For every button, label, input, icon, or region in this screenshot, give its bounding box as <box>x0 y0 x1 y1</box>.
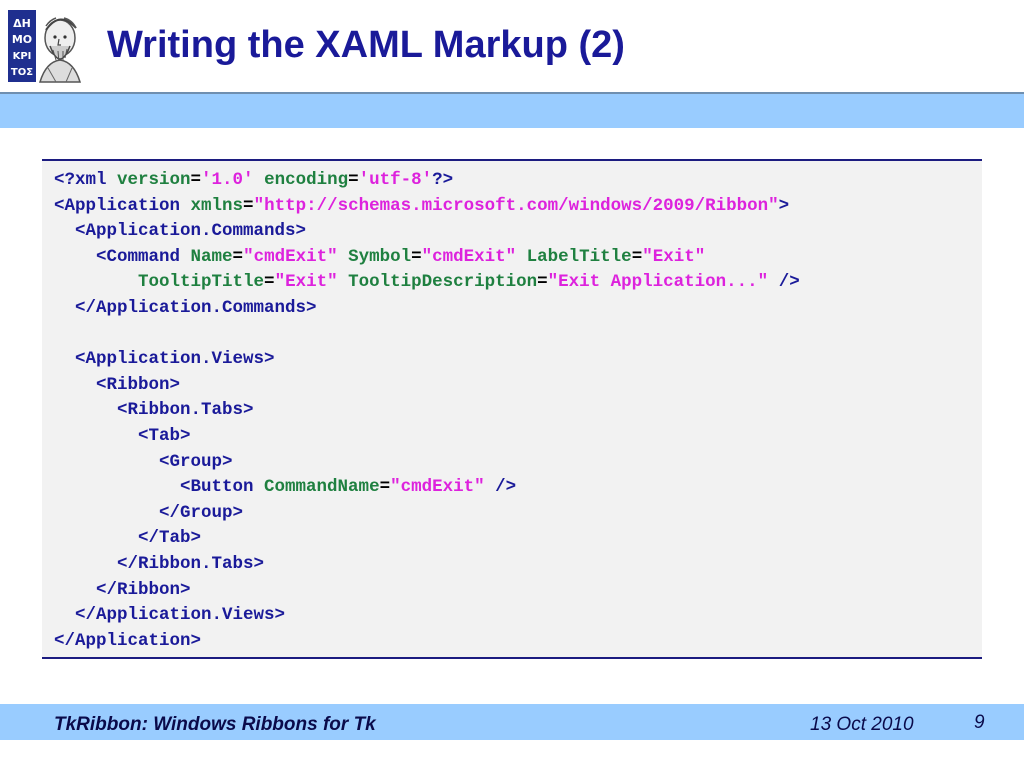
code-line: <Tab> <box>54 426 191 446</box>
xml-value-token: "Exit Application..." <box>547 272 769 293</box>
code-line: <Ribbon> <box>54 374 181 395</box>
xml-attribute-token: Symbol <box>348 246 412 267</box>
xml-equals-token: = <box>379 477 391 498</box>
page-number: 9 <box>974 712 985 733</box>
xml-tag-token: <Button <box>54 477 265 498</box>
xml-attribute-token: Name <box>190 246 233 267</box>
democritus-portrait-icon: ΔΗ ΜΟ ΚΡΙ ΤΟΣ <box>8 10 82 83</box>
xml-tag-token <box>54 272 138 292</box>
xml-tag-token: </Application.Views> <box>54 605 286 626</box>
footer-bar: TkRibbon: Windows Ribbons for Tk 13 Oct … <box>0 704 1024 740</box>
xml-equals-token: = <box>348 170 359 190</box>
xml-tag-token <box>338 247 349 267</box>
code-line: </Application.Views> <box>54 605 286 626</box>
xml-value-token: "Exit" <box>274 272 338 293</box>
code-block: <?xml version='1.0' encoding='utf-8'?><A… <box>42 159 982 659</box>
code-line: TooltipTitle="Exit" TooltipDescription="… <box>54 274 800 292</box>
xml-value-token: "cmdExit" <box>390 477 485 498</box>
code-line: <Application.Commands> <box>54 221 307 242</box>
logo-letters-1: ΔΗ <box>13 17 31 30</box>
xml-value-token: "Exit" <box>642 246 706 267</box>
xml-attribute-token: TooltipTitle <box>138 272 265 293</box>
title-divider <box>0 92 1024 94</box>
xml-tag-token <box>516 247 527 267</box>
xml-value-token: 'utf-8' <box>358 170 433 190</box>
code-line: </Ribbon> <box>54 579 191 600</box>
code-line: <Group> <box>54 451 233 472</box>
xml-tag-token: <Ribbon.Tabs> <box>54 400 254 421</box>
footer-presentation-title: TkRibbon: Windows Ribbons for Tk <box>54 714 376 735</box>
xml-attribute-token: xmlns <box>190 195 244 216</box>
logo-letters-4: ΤΟΣ <box>11 67 33 78</box>
code-line: <Ribbon.Tabs> <box>54 402 254 420</box>
xml-attribute-token: version <box>117 170 191 190</box>
code-line: </Tab> <box>54 530 201 548</box>
code-line: <Button CommandName="cmdExit" /> <box>54 477 517 498</box>
code-line: </Application.Commands> <box>54 298 317 318</box>
xml-value-token: "http://schemas.microsoft.com/windows/20… <box>253 195 779 216</box>
xml-tag-token: ?> <box>432 170 454 190</box>
xml-tag-token: /> <box>484 477 517 498</box>
xml-tag-token: <Ribbon> <box>54 374 181 395</box>
logo-letters-3: ΚΡΙ <box>13 51 32 62</box>
xml-tag-token <box>254 170 265 190</box>
xml-equals-token: = <box>243 195 254 216</box>
xml-equals-token: = <box>411 246 422 267</box>
xml-tag-token <box>338 272 349 292</box>
xml-tag-token: </Ribbon> <box>54 579 191 600</box>
xml-tag-token: <Command <box>54 246 191 267</box>
code-line: <?xml version='1.0' encoding='utf-8'?> <box>54 170 454 190</box>
xml-tag-token: /> <box>768 272 800 293</box>
xml-equals-token: = <box>631 246 643 267</box>
xml-tag-token: <?xml <box>54 170 118 190</box>
xml-tag-token: <Application <box>54 195 191 216</box>
code-line: </Group> <box>54 502 244 523</box>
logo-letters-2: ΜΟ <box>12 33 32 46</box>
xml-equals-token: = <box>232 246 244 267</box>
xml-attribute-token: CommandName <box>264 477 380 498</box>
code-line: <Command Name="cmdExit" Symbol="cmdExit"… <box>54 246 706 267</box>
code-line: </Ribbon.Tabs> <box>54 554 265 574</box>
xml-tag-token: </Application> <box>54 630 202 651</box>
xml-value-token: '1.0' <box>201 170 254 190</box>
xml-value-token: "cmdExit" <box>421 246 517 267</box>
footer-date: 13 Oct 2010 <box>810 714 914 735</box>
xml-tag-token: <Group> <box>54 451 233 472</box>
xml-tag-token: </Application.Commands> <box>54 298 317 318</box>
xml-attribute-token: LabelTitle <box>526 246 632 267</box>
xml-equals-token: = <box>537 272 548 293</box>
xml-tag-token: </Group> <box>54 502 244 523</box>
code-line: <Application xmlns="http://schemas.micro… <box>54 195 790 216</box>
xml-tag-token: <Application.Views> <box>54 349 275 370</box>
xml-tag-token: > <box>778 195 790 216</box>
xml-tag-token: <Tab> <box>54 426 191 446</box>
xml-tag-token: <Application.Commands> <box>54 221 307 242</box>
xml-value-token: "cmdExit" <box>243 246 338 267</box>
xml-attribute-token: TooltipDescription <box>348 272 538 293</box>
code-line: </Application> <box>54 630 202 651</box>
xml-equals-token: = <box>264 272 275 293</box>
xml-equals-token: = <box>190 170 202 190</box>
slide-title: Writing the XAML Markup (2) <box>107 24 625 66</box>
code-line: <Application.Views> <box>54 349 275 370</box>
xml-tag-token: </Ribbon.Tabs> <box>54 554 265 574</box>
xml-attribute-token: encoding <box>264 170 349 190</box>
xml-tag-token: </Tab> <box>54 528 202 549</box>
university-logo: ΔΗ ΜΟ ΚΡΙ ΤΟΣ <box>6 8 82 84</box>
header-band <box>0 94 1024 128</box>
